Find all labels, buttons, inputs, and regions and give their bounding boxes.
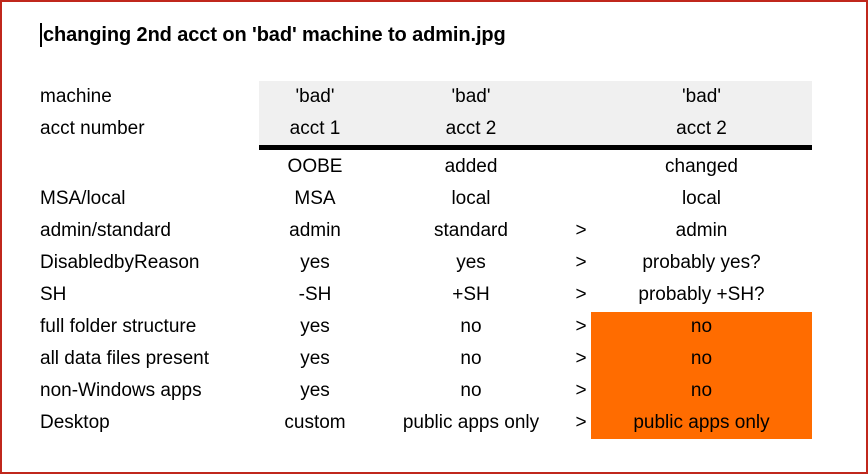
- comparison-table: machine 'bad' 'bad' 'bad' acct number ac…: [2, 81, 866, 439]
- row-col2: standard: [434, 220, 508, 241]
- row-col1: yes: [300, 316, 330, 337]
- row-arrow: >: [575, 412, 587, 433]
- table-row: MSA/local MSA local local: [2, 183, 866, 215]
- row-arrow: >: [575, 348, 587, 369]
- row-col3: no: [690, 316, 713, 337]
- row-arrow: >: [575, 252, 587, 273]
- table-row: acct number acct 1 acct 2 acct 2: [2, 113, 866, 145]
- row-col3: public apps only: [633, 412, 770, 433]
- row-col1: MSA: [294, 188, 336, 209]
- row-col3: no: [690, 380, 713, 401]
- row-col1: yes: [300, 252, 330, 273]
- table-row: full folder structure yes no > no: [2, 311, 866, 343]
- row-col2: +SH: [452, 284, 490, 305]
- table-row: admin/standard admin standard > admin: [2, 215, 866, 247]
- table-row: OOBE added changed: [2, 151, 866, 183]
- row-col1: -SH: [298, 284, 332, 305]
- text-caret: [40, 23, 42, 47]
- page-title: changing 2nd acct on 'bad' machine to ad…: [40, 20, 506, 50]
- row-col1: acct 1: [289, 118, 341, 139]
- row-col2: no: [460, 380, 482, 401]
- row-col2: no: [460, 316, 482, 337]
- row-col3: 'bad': [682, 86, 721, 107]
- row-col3: local: [681, 188, 722, 209]
- table-row: Desktop custom public apps only > public…: [2, 407, 866, 439]
- row-label: non-Windows apps: [40, 380, 202, 401]
- row-col1: admin: [289, 220, 341, 241]
- highlight-block: [591, 312, 812, 439]
- row-col2: added: [444, 156, 498, 177]
- row-label: full folder structure: [40, 316, 197, 337]
- row-col3: changed: [665, 156, 738, 177]
- row-col1: custom: [284, 412, 346, 433]
- table-header-rule: [259, 145, 812, 150]
- row-label: MSA/local: [40, 188, 126, 209]
- row-label: DisabledbyReason: [40, 252, 200, 273]
- row-arrow: >: [575, 380, 587, 401]
- row-col3: acct 2: [676, 118, 727, 139]
- table-header-band: [259, 81, 812, 145]
- row-arrow: >: [575, 284, 587, 305]
- row-col1: 'bad': [295, 86, 335, 107]
- row-label: Desktop: [40, 412, 110, 433]
- row-arrow: >: [575, 316, 587, 337]
- row-col1: OOBE: [287, 156, 343, 177]
- row-col2: yes: [456, 252, 486, 273]
- row-col2: public apps only: [402, 412, 540, 433]
- row-col3: no: [690, 348, 713, 369]
- row-arrow: >: [575, 220, 587, 241]
- row-label: admin/standard: [40, 220, 171, 241]
- table-row: non-Windows apps yes no > no: [2, 375, 866, 407]
- row-col2: acct 2: [445, 118, 497, 139]
- row-col1: yes: [300, 380, 330, 401]
- row-label: machine: [40, 86, 112, 107]
- row-col3: probably yes?: [642, 252, 761, 273]
- table-row: SH -SH +SH > probably +SH?: [2, 279, 866, 311]
- row-label: all data files present: [40, 348, 209, 369]
- page-title-text: changing 2nd acct on 'bad' machine to ad…: [43, 23, 506, 46]
- row-col3: probably +SH?: [638, 284, 765, 305]
- row-col2: local: [451, 188, 491, 209]
- table-row: DisabledbyReason yes yes > probably yes?: [2, 247, 866, 279]
- row-col2: 'bad': [451, 86, 491, 107]
- row-col1: yes: [300, 348, 330, 369]
- row-col2: no: [460, 348, 482, 369]
- table-row: machine 'bad' 'bad' 'bad': [2, 81, 866, 113]
- row-label: acct number: [40, 118, 145, 139]
- row-col3: admin: [675, 220, 728, 241]
- table-row: all data files present yes no > no: [2, 343, 866, 375]
- row-label: SH: [40, 284, 67, 305]
